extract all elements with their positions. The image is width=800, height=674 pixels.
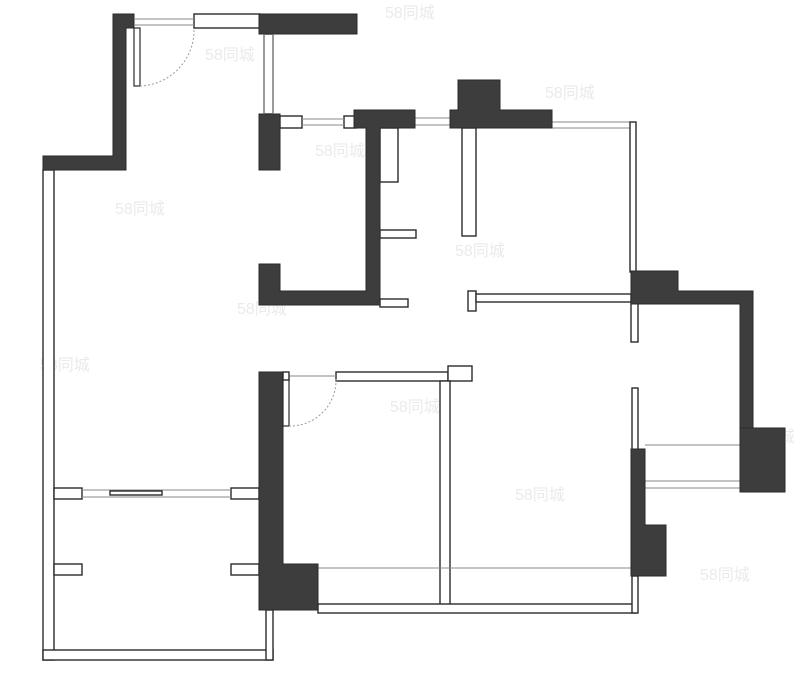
wall-stub: [279, 115, 303, 129]
thin-walls: [42, 13, 740, 661]
load-bearing-wall: [42, 13, 135, 171]
exterior-wall-left: [42, 169, 55, 661]
exterior-wall-bottom-left: [42, 649, 274, 661]
wall-stub: [53, 563, 83, 576]
entrance-wall: [193, 13, 261, 29]
watermark: 58同城: [545, 84, 595, 102]
load-bearing-wall: [630, 270, 754, 493]
exterior-wall-bottom: [317, 603, 637, 614]
interior-wall: [631, 387, 639, 451]
kitchen-wall-stub: [379, 229, 417, 239]
door-leaf: [133, 27, 141, 87]
bedroom-divider: [439, 380, 451, 609]
load-bearing-wall: [630, 448, 667, 577]
door-frame: [230, 563, 260, 576]
watermark: 58同城: [455, 242, 505, 260]
solid-walls: [42, 13, 786, 611]
exterior-wall-right: [629, 121, 637, 273]
load-bearing-wall: [258, 109, 416, 306]
watermark: 58同城: [315, 142, 365, 160]
door-swing-arc: [288, 377, 337, 427]
bedroom-wall-top-end: [447, 365, 473, 382]
doors: [133, 18, 337, 427]
exterior-wall-bottom-right: [631, 575, 639, 614]
entrance-window: [263, 33, 274, 115]
door-frame: [282, 371, 290, 381]
load-bearing-wall: [739, 427, 786, 493]
door-frame: [230, 487, 260, 500]
interior-wall: [461, 127, 477, 237]
interior-wall-horizontal: [475, 293, 632, 303]
interior-wall-horizontal: [467, 290, 477, 312]
interior-wall-stub: [630, 301, 639, 343]
door-swing-arc: [139, 27, 195, 87]
sliding-door-panel: [109, 490, 163, 496]
watermark: 58同城: [115, 200, 165, 218]
wall-stub: [53, 487, 83, 500]
door-leaf: [282, 377, 290, 427]
watermark: 58同城: [700, 566, 750, 584]
watermark: 58同城: [385, 4, 435, 22]
watermark: 58同城: [390, 398, 440, 416]
exterior-wall-bottom-left-corner: [265, 609, 274, 661]
watermark: 58同城: [515, 486, 565, 504]
load-bearing-wall: [258, 113, 281, 171]
watermark: 58同城: [205, 46, 255, 64]
kitchen-wall: [379, 127, 399, 183]
load-bearing-wall: [449, 79, 553, 129]
kitchen-wall-stub: [379, 298, 409, 308]
bedroom-wall-top: [335, 371, 449, 382]
load-bearing-wall: [258, 13, 358, 35]
